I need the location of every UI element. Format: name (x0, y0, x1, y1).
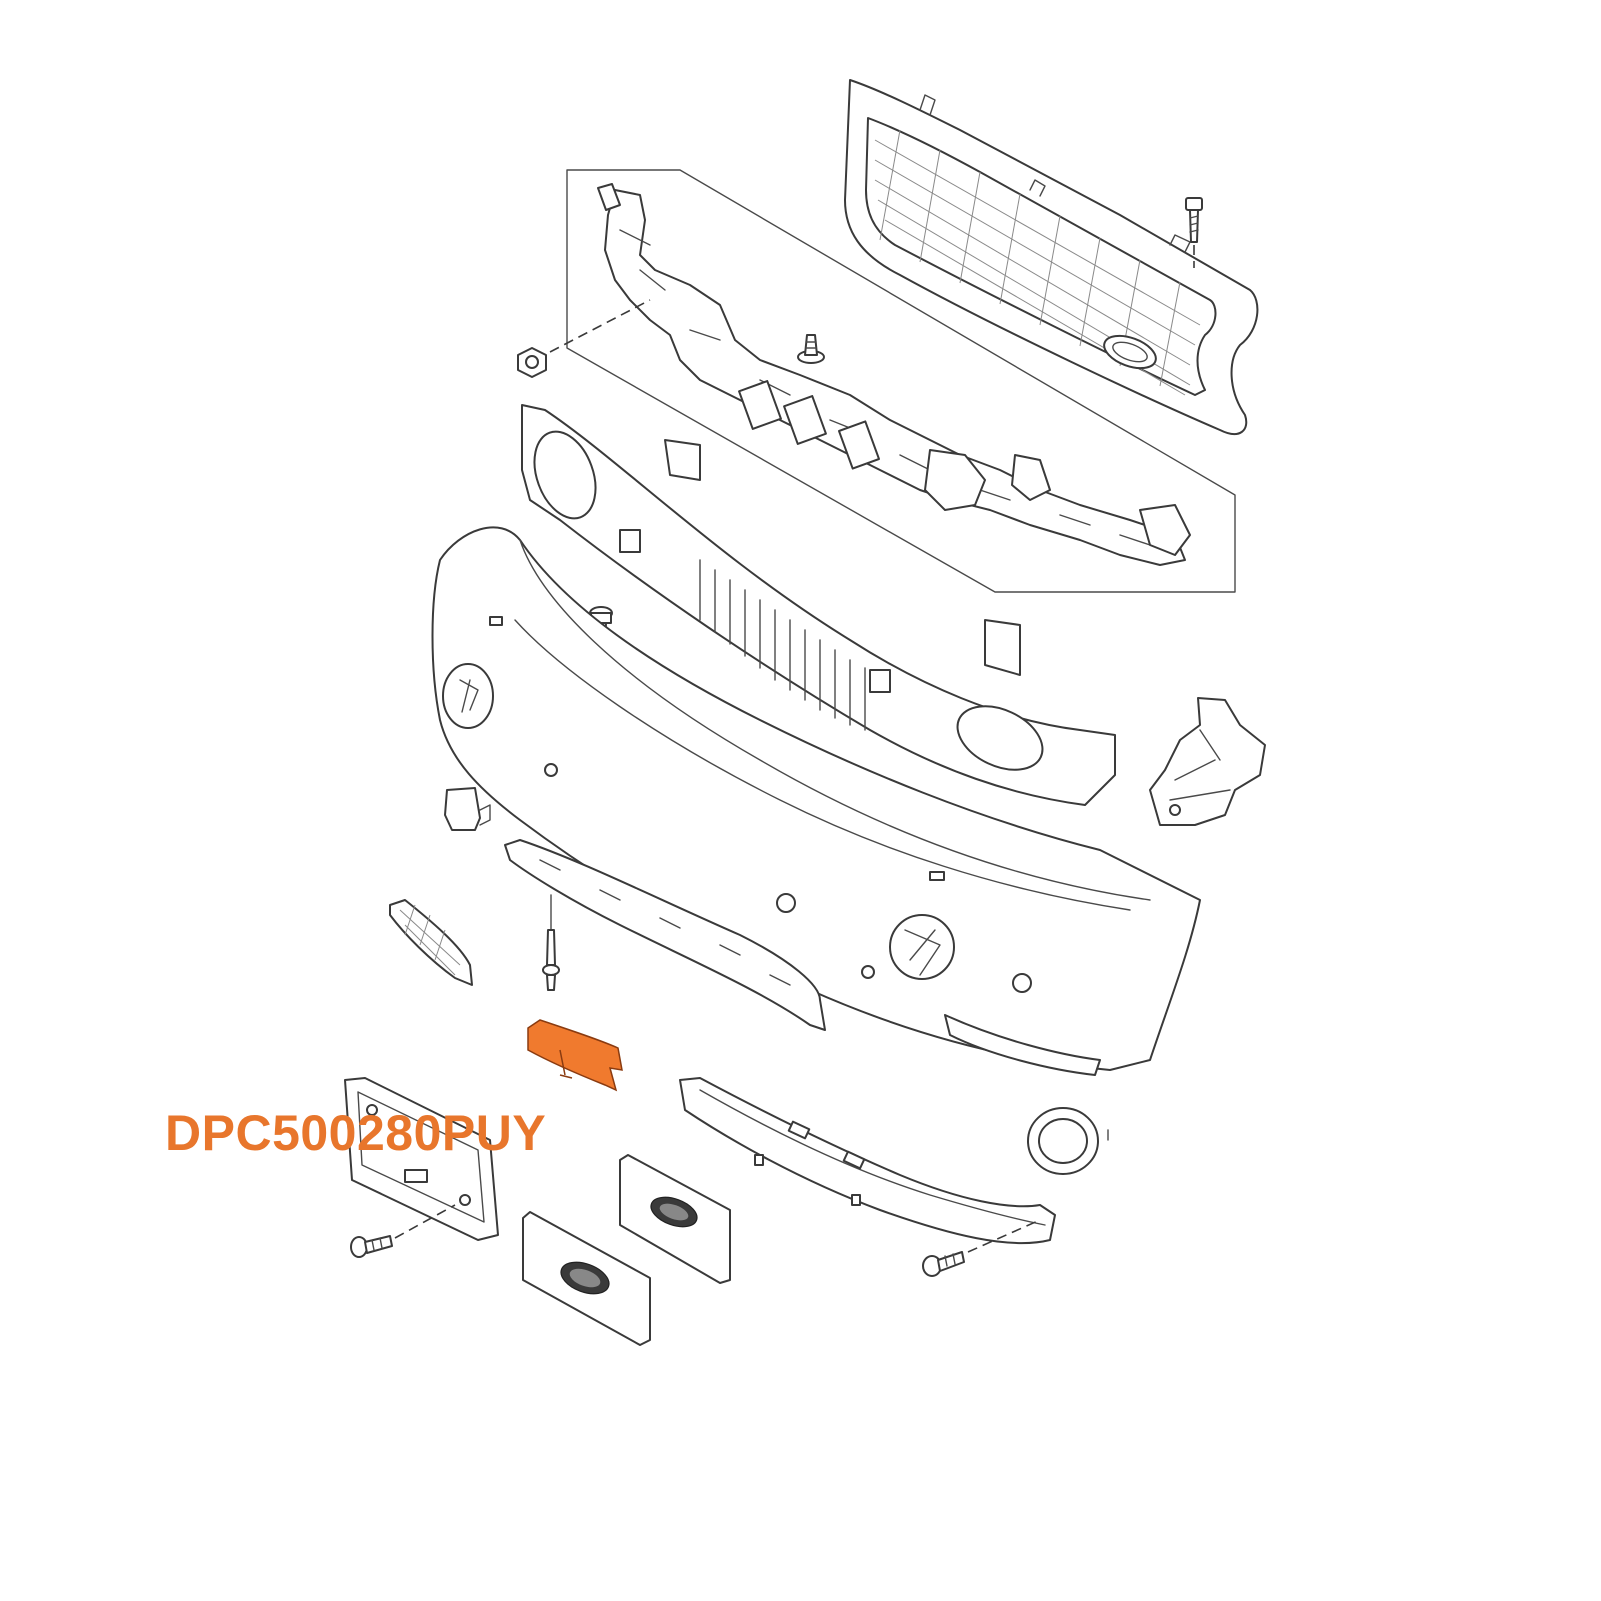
beam-ribs (699, 559, 866, 731)
fog-lamp-opening-left (442, 663, 494, 729)
grille-mesh (874, 129, 1201, 396)
grille[interactable] (844, 79, 1259, 435)
fog-lamp-opening-right (889, 914, 955, 980)
bracket-group-outline (566, 169, 1236, 593)
fog-lamp-bezel-left[interactable] (389, 899, 473, 986)
fog-lamp-ring[interactable] (1027, 1107, 1109, 1175)
upper-support-bracket-assembly[interactable] (597, 183, 1191, 566)
grille-screw[interactable] (1185, 197, 1203, 268)
part-number-label: DPC500280PUY (165, 1105, 547, 1161)
bumper-armature-beam[interactable] (521, 404, 1116, 806)
license-plate-mounting-panel[interactable] (344, 1077, 499, 1241)
rivet[interactable] (542, 894, 560, 991)
side-mounting-bracket[interactable] (1149, 697, 1266, 826)
push-clip[interactable] (797, 334, 825, 364)
bumper-cover[interactable] (431, 526, 1201, 1076)
self-tapping-screw[interactable] (922, 1219, 1041, 1277)
highlighted-lower-bracket[interactable] (527, 1019, 623, 1092)
lower-spoiler-extension[interactable] (679, 1077, 1056, 1245)
nut[interactable] (517, 299, 651, 378)
license-plate-blank-right[interactable] (619, 1154, 731, 1284)
license-plate-blank-left[interactable] (522, 1211, 651, 1346)
lower-valance-strip[interactable] (504, 839, 826, 1031)
grille-badge-icon (1103, 334, 1157, 370)
park-sensor-bracket[interactable] (444, 787, 491, 831)
plate-bolt[interactable] (350, 1204, 456, 1258)
